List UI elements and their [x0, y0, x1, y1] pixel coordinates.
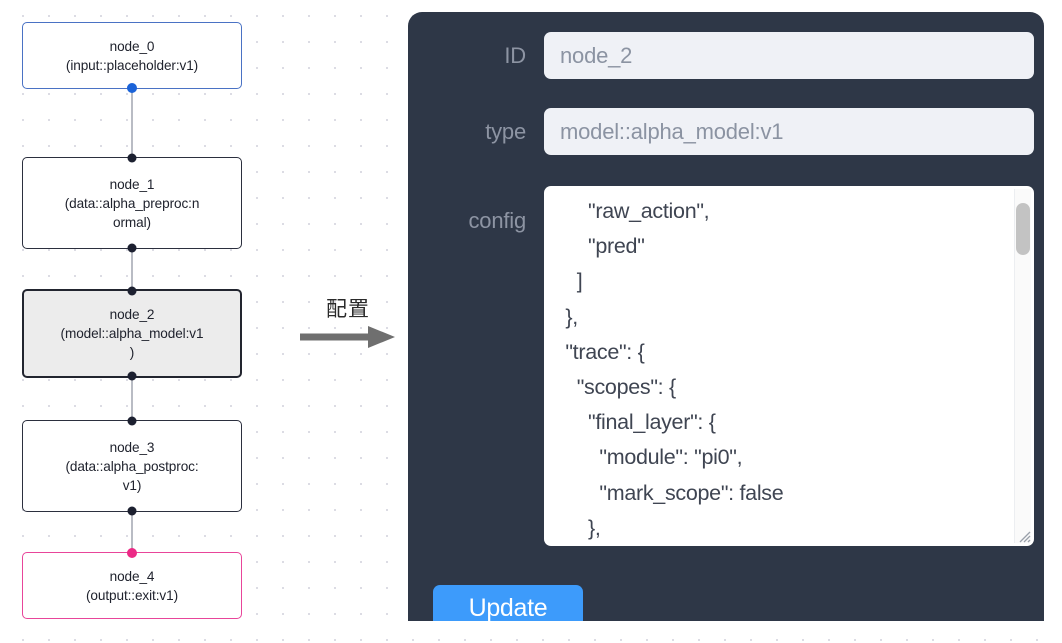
- node-handle-source[interactable]: [127, 506, 137, 516]
- graph-node-label: node_0 (input::placeholder:v1): [65, 38, 199, 73]
- edge-node2-node3: [131, 378, 133, 420]
- graph-node-node_4[interactable]: node_4 (output::exit:v1): [22, 548, 242, 619]
- flow-annotation: 配置: [296, 296, 400, 350]
- node-handle-target[interactable]: [127, 416, 137, 426]
- edge-node1-node2: [131, 249, 133, 289]
- graph-node-node_0[interactable]: node_0 (input::placeholder:v1): [22, 22, 242, 93]
- node-handle-target[interactable]: [127, 286, 137, 296]
- id-input[interactable]: [544, 32, 1034, 79]
- node-handle-source[interactable]: [127, 371, 137, 381]
- update-button[interactable]: Update: [433, 585, 583, 621]
- type-field-label: type: [485, 118, 526, 144]
- node-config-panel: ID type config "raw_action", "pred" ] },…: [408, 12, 1044, 621]
- graph-node-node_1[interactable]: node_1 (data::alpha_preproc:n ormal): [22, 153, 242, 253]
- node-handle-source[interactable]: [127, 243, 137, 253]
- field-row-type: type: [408, 108, 1044, 155]
- graph-node-label: node_2 (model::alpha_model:v1 ): [60, 307, 204, 360]
- graph-node-node_3[interactable]: node_3 (data::alpha_postproc: v1): [22, 416, 242, 516]
- edge-node0-node1: [131, 89, 133, 157]
- graph-node-label: node_1 (data::alpha_preproc:n ormal): [64, 176, 200, 230]
- graph-node-node_2[interactable]: node_2 (model::alpha_model:v1 ): [22, 286, 242, 381]
- config-textarea[interactable]: "raw_action", "pred" ] }, "trace": { "sc…: [565, 199, 784, 540]
- edge-node3-node4: [131, 512, 133, 552]
- graph-node-label: node_4 (output::exit:v1): [86, 568, 178, 603]
- config-textarea-wrapper[interactable]: "raw_action", "pred" ] }, "trace": { "sc…: [544, 186, 1034, 546]
- arrow-right-icon: [296, 324, 400, 350]
- id-field-label: ID: [504, 42, 526, 68]
- node-handle-target[interactable]: [127, 153, 137, 163]
- type-input[interactable]: [544, 108, 1034, 155]
- node-handle-source[interactable]: [127, 83, 137, 93]
- field-row-id: ID: [408, 32, 1044, 79]
- field-row-config: config "raw_action", "pred" ] }, "trace"…: [408, 186, 1044, 546]
- config-field-label: config: [468, 208, 526, 233]
- config-textarea-scrollbar[interactable]: [1014, 189, 1031, 543]
- scrollbar-thumb[interactable]: [1016, 203, 1030, 255]
- node-handle-target[interactable]: [127, 548, 137, 558]
- annotation-label: 配置: [326, 297, 370, 321]
- graph-node-label: node_3 (data::alpha_postproc: v1): [65, 439, 199, 493]
